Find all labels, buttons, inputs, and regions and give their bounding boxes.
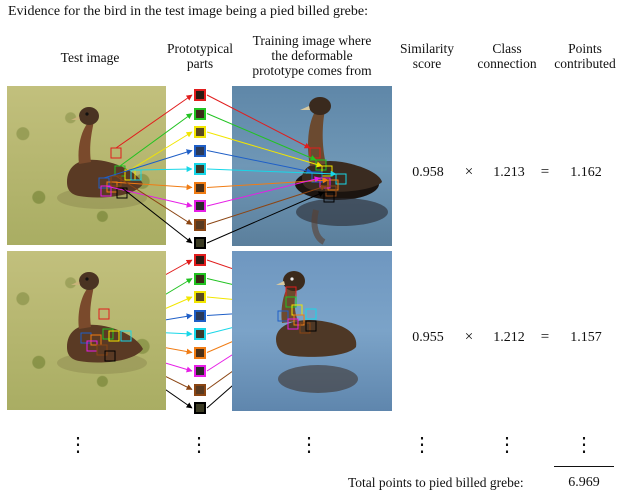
prototype-patch (194, 383, 206, 396)
header-training-image: Training image where the deformable prot… (252, 33, 372, 78)
connector-arrow (103, 149, 193, 179)
connector-arrow (206, 113, 317, 161)
times-sign-row-2: × (464, 329, 474, 345)
prototype-patch (194, 218, 206, 231)
connector-arrow (129, 131, 193, 171)
prototype-patch (194, 107, 206, 120)
prototype-patch (194, 402, 206, 414)
prototype-patch (194, 328, 206, 340)
connector-arrow (111, 181, 193, 191)
equals-sign-row-2: = (540, 329, 550, 345)
training-image-row-2 (232, 251, 392, 411)
connector-arrow (206, 184, 327, 225)
grebe-test-photo-icon (57, 272, 147, 374)
times-sign-row-1: × (464, 164, 474, 180)
connector-arrow (206, 177, 329, 188)
prototype-patch (194, 346, 206, 359)
connector-arrow (115, 175, 193, 225)
connector-arrow (115, 94, 193, 149)
prototype-patch (194, 163, 206, 175)
class-connection-row-2: 1.212 (493, 330, 525, 345)
prototype-patch (194, 254, 206, 266)
points-row-2: 1.157 (570, 330, 602, 345)
connector-arrow (206, 176, 321, 207)
grebe-training-photo-icon (276, 271, 358, 393)
connector-arrow (119, 113, 193, 167)
total-divider (554, 466, 614, 467)
class-connection-row-1: 1.213 (493, 165, 525, 180)
ellipsis-prototypical-parts: ⋮ (189, 434, 209, 456)
training-image-part-boxes-row-2 (277, 286, 317, 334)
prototype-patch (194, 126, 206, 138)
connector-arrow (206, 94, 311, 149)
prototype-patch (194, 291, 206, 303)
connector-arrow (206, 150, 313, 174)
connector-arrow (206, 191, 325, 244)
header-points-contributed: Points contributed (554, 41, 616, 71)
ellipsis-similarity: ⋮ (412, 434, 432, 456)
prototype-patch (194, 144, 206, 157)
figure-caption: Evidence for the bird in the test image … (8, 4, 368, 19)
equals-sign-row-1: = (540, 164, 550, 180)
ellipsis-training-image: ⋮ (299, 434, 319, 456)
total-value: 6.969 (568, 475, 600, 490)
similarity-score-row-1: 0.958 (412, 165, 444, 180)
connector-arrow (135, 166, 193, 173)
prototype-patch (194, 309, 206, 322)
connector-arrow (121, 187, 193, 244)
ellipsis-points: ⋮ (574, 434, 594, 456)
total-label: Total points to pied billed grebe: (348, 475, 524, 490)
connector-arrow (206, 131, 323, 168)
prototype-patch (194, 181, 206, 194)
prototype-patch (194, 200, 206, 212)
ellipsis-test-image: ⋮ (68, 434, 88, 456)
header-similarity-score: Similarity score (400, 41, 454, 71)
test-image-part-boxes-row-2 (80, 308, 132, 362)
header-prototypical-parts: Prototypical parts (167, 41, 233, 71)
connector-arrow (105, 185, 193, 208)
test-image-row-1 (7, 86, 166, 245)
points-row-1: 1.162 (570, 165, 602, 180)
prototype-patch (194, 237, 206, 249)
ellipsis-class-connection: ⋮ (497, 434, 517, 456)
header-class-connection: Class connection (477, 41, 537, 71)
header-test-image: Test image (60, 50, 120, 65)
similarity-score-row-2: 0.955 (412, 330, 444, 345)
prototype-patch (194, 365, 206, 377)
test-image-row-2 (7, 251, 166, 410)
training-image-row-1 (232, 86, 392, 246)
prototype-patch (194, 272, 206, 285)
connector-arrow (206, 168, 337, 177)
prototype-patch (194, 89, 206, 101)
